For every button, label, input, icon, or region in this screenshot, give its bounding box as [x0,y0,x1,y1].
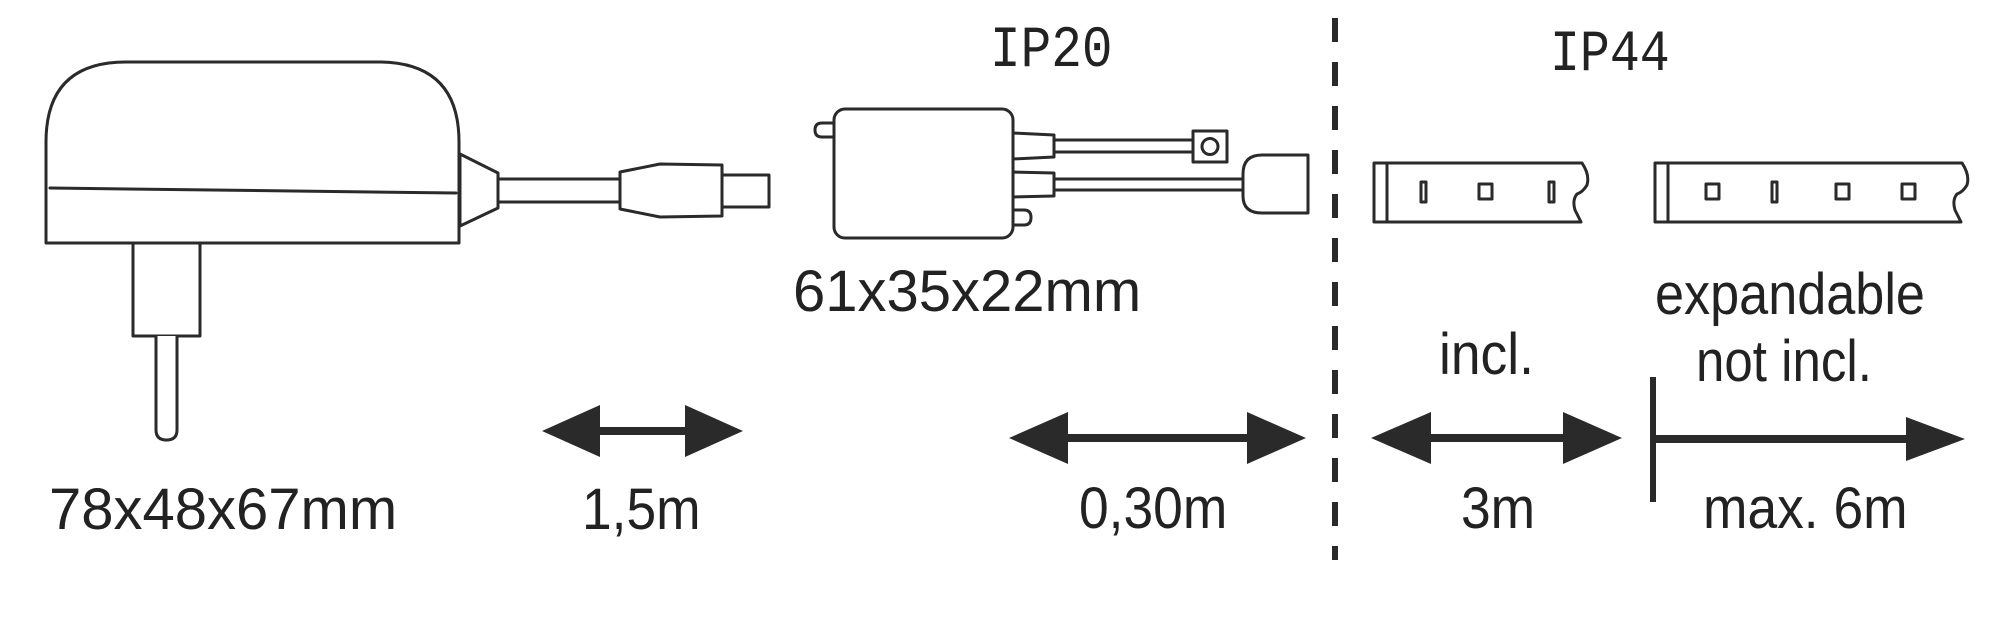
controller-dimensions: 61x35x22mm [793,259,1142,324]
adapter-dimensions: 78x48x67mm [49,477,398,542]
section-label-ip20: IP20 [990,19,1113,84]
strip-extension-length: max. 6m [1703,476,1908,541]
strip-included-length: 3m [1461,476,1536,541]
power-adapter-icon [44,60,771,442]
strip-extension-status-line1: expandable [1655,262,1925,327]
led-strip-extension-icon [1653,161,1970,224]
adapter-cable-length: 1,5m [582,477,701,542]
controller-cable-length: 0,30m [1079,476,1228,541]
double-arrow-icon-adapter-cable [542,405,743,457]
strip-extension-status-line2: not incl. [1696,329,1872,394]
arrow-icon-strip-extension [1650,377,1965,502]
led-strip-included-icon [1372,161,1590,224]
section-label-ip44: IP44 [1550,23,1670,88]
controller-icon [813,107,1310,240]
strip-included-status: incl. [1439,322,1534,387]
double-arrow-icon-strip-included [1371,412,1622,464]
double-arrow-icon-controller-cable [1009,412,1306,464]
